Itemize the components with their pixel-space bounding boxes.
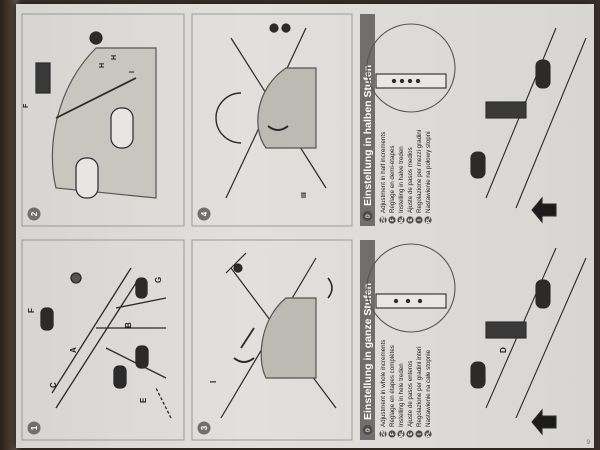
svg-text:Nastawienie na całe stopnie: Nastawienie na całe stopnie [425, 349, 432, 427]
svg-text:Réglage en étapes complètes: Réglage en étapes complètes [389, 345, 396, 427]
label-c: C [49, 382, 58, 388]
panel-4-number: 4 [197, 207, 211, 221]
section-title-2: Einstellung in halben Stufen [362, 65, 374, 206]
svg-text:Instelling in halve treden: Instelling in halve treden [398, 146, 405, 213]
svg-text:NL: NL [399, 431, 405, 438]
svg-text:Adjustment in whole increments: Adjustment in whole increments [380, 340, 387, 427]
svg-text:2: 2 [30, 211, 39, 216]
label-i-2: I [129, 71, 136, 73]
section-whole-increments: D Einstellung in ganze Stufen GB Adjustm… [360, 240, 587, 440]
svg-text:3: 3 [200, 425, 209, 430]
svg-text:I: I [417, 219, 423, 221]
section-half-increments: D Einstellung in halben Stufen GB Adjust… [360, 14, 587, 226]
svg-text:F: F [390, 218, 396, 221]
section-illustration [366, 243, 587, 436]
label-i: I [209, 381, 218, 383]
language-lines: GB Adjustment in whole increments F Régl… [379, 340, 432, 438]
label-g: G [154, 277, 163, 283]
page-number: 9 [586, 440, 590, 446]
svg-text:Réglage en demi-étapes: Réglage en demi-étapes [389, 146, 396, 213]
svg-text:PL: PL [426, 217, 432, 223]
panel-1-number: 1 [27, 421, 41, 435]
section-header-bar [360, 240, 375, 440]
label-f: F [27, 308, 36, 313]
svg-text:PL: PL [426, 431, 432, 437]
svg-text:1: 1 [30, 425, 39, 430]
svg-text:E: E [408, 218, 414, 222]
svg-text:E: E [408, 432, 414, 436]
svg-text:Regolazione per mezzi gradini: Regolazione per mezzi gradini [416, 130, 423, 213]
panel-1-frame [21, 239, 185, 441]
section-illustration-2 [366, 23, 587, 224]
section-badge: D [366, 428, 372, 432]
svg-text:Adjustment in half increments: Adjustment in half increments [380, 132, 387, 213]
manual-content: 1 C A F E [21, 13, 587, 441]
svg-text:Ajuste de pasos medios: Ajuste de pasos medios [407, 147, 414, 213]
svg-text:GB: GB [381, 216, 387, 224]
label-e: E [139, 397, 148, 403]
panel-2-illustration [35, 31, 157, 199]
svg-text:F: F [390, 432, 396, 435]
language-lines-2: GB Adjustment in half increments F Régla… [379, 130, 432, 224]
svg-text:Nastawienie na połowy stopni: Nastawienie na połowy stopni [425, 131, 432, 213]
panel-4-frame [191, 13, 353, 227]
label-iii: III [301, 192, 308, 198]
manual-page: 1 C A F E [16, 4, 594, 448]
svg-text:GB: GB [381, 430, 387, 438]
label-h: H [99, 63, 106, 68]
svg-text:Regolazione per gradini interi: Regolazione per gradini interi [416, 347, 423, 428]
panel-1-illustration [40, 267, 172, 419]
label-d: D [499, 347, 508, 353]
panel-2-frame [21, 13, 185, 227]
panel-3-number: 3 [197, 421, 211, 435]
section-badge-2: D [366, 214, 372, 218]
label-f-2: F [23, 103, 30, 108]
svg-text:4: 4 [200, 211, 209, 216]
label-b: B [124, 322, 133, 328]
panel-4-illustration [215, 23, 327, 199]
label-a: A [69, 347, 78, 353]
panel-3-frame [191, 239, 353, 441]
section-header-bar-2 [360, 14, 375, 226]
section-title: Einstellung in ganze Stufen [362, 283, 374, 420]
svg-text:Ajuste de pasos enteros: Ajuste de pasos enteros [407, 361, 414, 427]
svg-text:I: I [417, 433, 423, 435]
label-h-2: H [111, 55, 118, 60]
panel-3-illustration [220, 252, 337, 419]
svg-text:Instelling in hele treden: Instelling in hele treden [398, 363, 405, 427]
svg-text:NL: NL [399, 217, 405, 224]
panel-2-number: 2 [27, 207, 41, 221]
